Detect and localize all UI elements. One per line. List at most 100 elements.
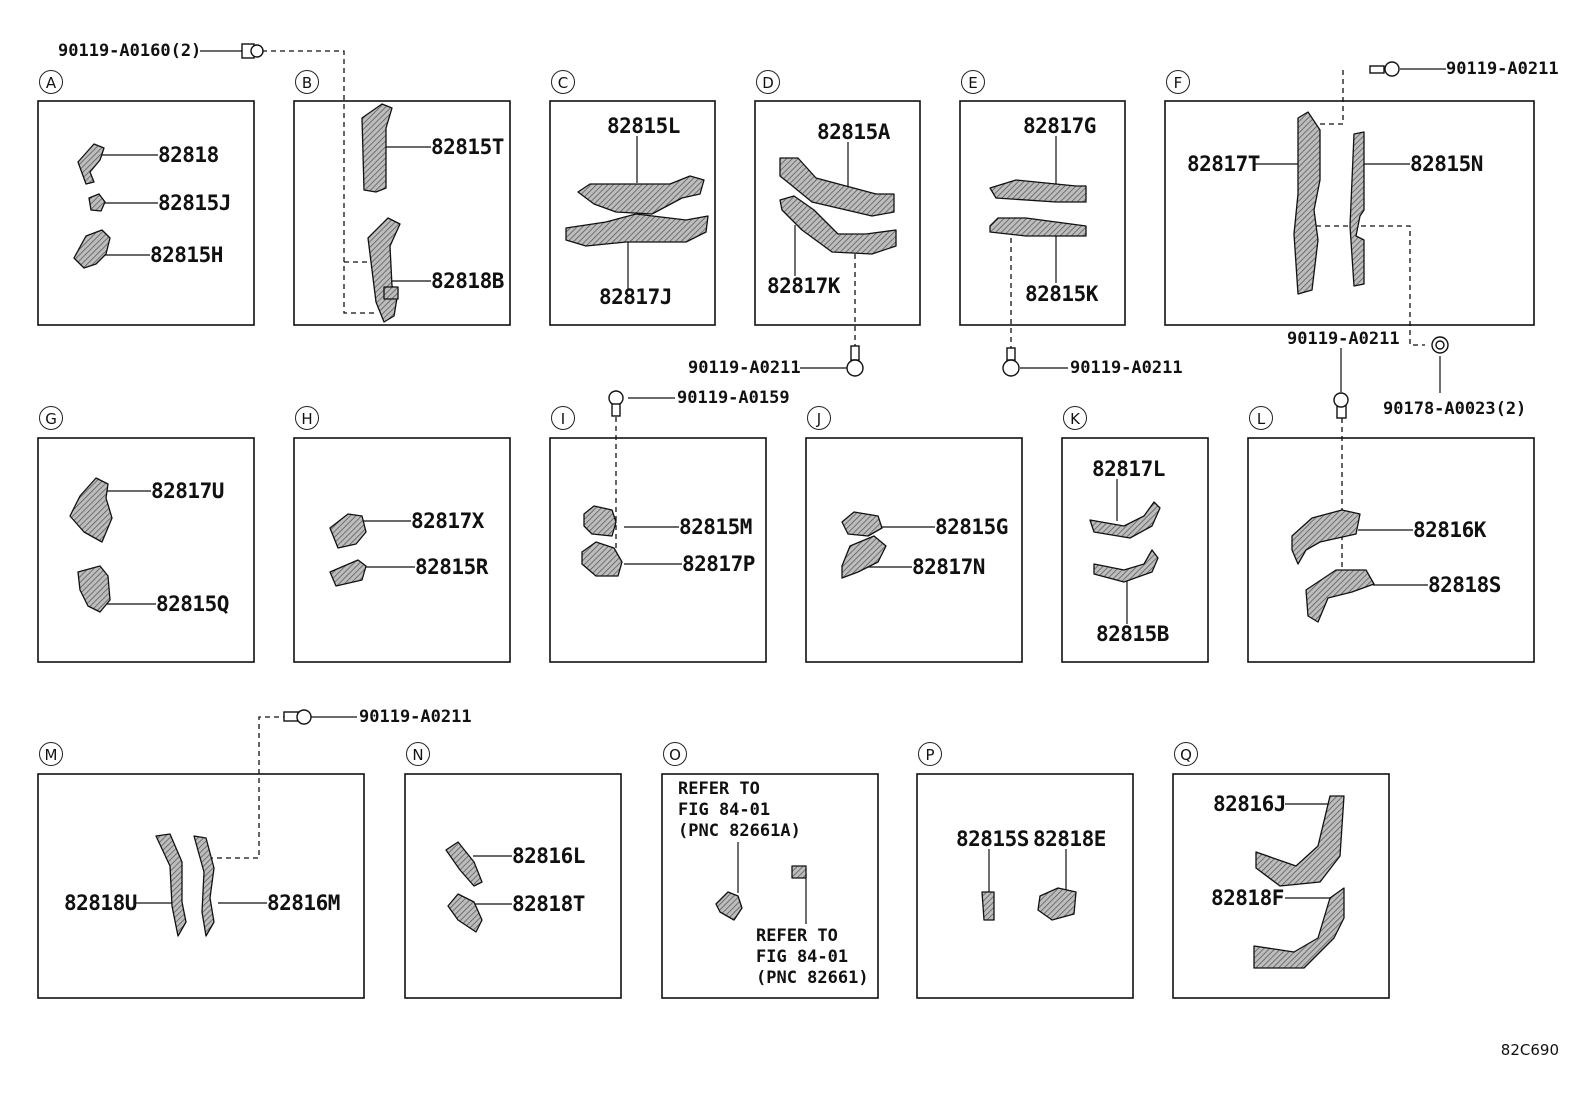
figure-code: 82C690 — [1500, 1041, 1559, 1059]
bolt-icon-m — [283, 709, 312, 725]
panel-letter-e: E — [961, 70, 985, 94]
fastener-number: 90119-A0211 — [688, 358, 801, 378]
fastener-number: 90178-A0023(2) — [1383, 399, 1527, 419]
part-shape-82815s — [981, 891, 995, 921]
part-shape-82817x — [329, 513, 367, 549]
part-shape-82818s — [1305, 569, 1375, 623]
part-number: 82816M — [267, 891, 340, 915]
part-number: 82815M — [679, 515, 752, 539]
part-number: 82817T — [1187, 152, 1260, 176]
part-number: 82815S — [956, 827, 1029, 851]
panel-letter-f: F — [1166, 70, 1190, 94]
part-number: 82815A — [817, 120, 890, 144]
part-number: 82816K — [1413, 518, 1486, 542]
panel-letter-j: J — [807, 406, 831, 430]
part-shape-82815l — [577, 175, 705, 215]
part-number: 82815N — [1410, 152, 1483, 176]
part-shape-82815k — [989, 217, 1087, 237]
panel-letter-l: L — [1249, 406, 1273, 430]
panel-frame-o — [661, 773, 879, 999]
panel-frame-m — [37, 773, 365, 999]
panel-letter-g: G — [39, 406, 63, 430]
panel-frame-e — [959, 100, 1126, 326]
part-number: 82815J — [158, 191, 231, 215]
part-shape-82817j — [565, 213, 709, 247]
bolt-icon-f — [1369, 61, 1400, 77]
fastener-number: 90119-A0160(2) — [58, 41, 202, 61]
panel-frame-k — [1061, 437, 1209, 663]
part-shape-82818f — [1253, 887, 1345, 969]
panel-frame-q — [1172, 773, 1390, 999]
panel-frame-c — [549, 100, 716, 326]
part-shape-82815q — [77, 565, 111, 613]
panel-letter-a: A — [39, 70, 63, 94]
part-shape-o-2 — [791, 865, 807, 879]
part-number: 82817N — [912, 555, 985, 579]
part-shape-82817g — [989, 179, 1087, 203]
part-number: 82817J — [599, 285, 672, 309]
reference-note: REFER TO FIG 84-01 (PNC 82661A) — [678, 779, 801, 841]
bolt-icon-e — [1002, 347, 1020, 377]
part-shape-82816k — [1291, 509, 1361, 565]
panel-letter-c: C — [551, 70, 575, 94]
part-number: 82815R — [415, 555, 488, 579]
panel-frame-j — [805, 437, 1023, 663]
fastener-symbols — [241, 43, 1449, 725]
nut-icon-l — [1431, 336, 1449, 354]
part-shape-82816j — [1255, 795, 1345, 887]
part-shape-82816l — [445, 841, 483, 887]
panel-frames — [37, 100, 1535, 999]
part-shape-82818t — [447, 893, 483, 933]
part-number: 82817U — [151, 479, 224, 503]
part-shape-82817t — [1293, 111, 1321, 295]
panel-frame-p — [916, 773, 1134, 999]
parts — [69, 103, 1375, 969]
panel-letter-h: H — [295, 406, 319, 430]
panel-frame-b — [293, 100, 511, 326]
part-number: 82816J — [1213, 792, 1286, 816]
part-shape-82817u — [69, 477, 113, 543]
part-shape-82815a — [779, 157, 895, 217]
part-shape-82815h — [73, 229, 111, 269]
panel-letter-o: O — [663, 742, 687, 766]
part-shape-82817n — [841, 535, 887, 579]
part-shape-82815j — [88, 193, 106, 212]
part-number: 82815Q — [156, 592, 229, 616]
part-number: 82815L — [607, 114, 680, 138]
part-number: 82817P — [682, 552, 755, 576]
fastener-number: 90119-A0211 — [359, 707, 472, 727]
panel-frame-g — [37, 437, 255, 663]
part-shape-82815n — [1349, 131, 1365, 287]
panel-frame-f — [1164, 100, 1535, 326]
part-number: 82818S — [1428, 573, 1501, 597]
part-number: 82818U — [64, 891, 137, 915]
fastener-number: 90119-A0211 — [1070, 358, 1183, 378]
panel-letter-m: M — [39, 742, 63, 766]
panel-letter-p: P — [918, 742, 942, 766]
dashed-lines — [206, 50, 1425, 859]
part-number: 82816L — [512, 844, 585, 868]
panel-frame-n — [404, 773, 622, 999]
part-shape-82817k — [779, 195, 897, 255]
part-shape-82815r — [329, 559, 367, 587]
fastener-number: 90119-A0211 — [1446, 59, 1559, 79]
part-number: 82815K — [1025, 282, 1098, 306]
part-number: 82818 — [158, 143, 219, 167]
panel-letter-q: Q — [1174, 742, 1198, 766]
part-number: 82815H — [150, 243, 223, 267]
bolt-icon-i — [608, 390, 624, 417]
part-shape-82818u — [155, 833, 187, 937]
part-shape-82818e — [1037, 887, 1077, 921]
panel-frame-i — [549, 437, 767, 663]
part-shape-82816m — [193, 835, 215, 937]
fastener-number: 90119-A0159 — [677, 388, 790, 408]
part-number: 82818F — [1211, 886, 1284, 910]
part-number: 82817X — [411, 509, 484, 533]
part-number: 82815B — [1096, 622, 1169, 646]
fastener-number: 90119-A0211 — [1287, 329, 1400, 349]
part-shape-82815g — [841, 511, 883, 537]
part-shape-82818 — [77, 143, 105, 185]
part-shape-82817l — [1089, 501, 1161, 539]
panel-frame-l — [1247, 437, 1535, 663]
